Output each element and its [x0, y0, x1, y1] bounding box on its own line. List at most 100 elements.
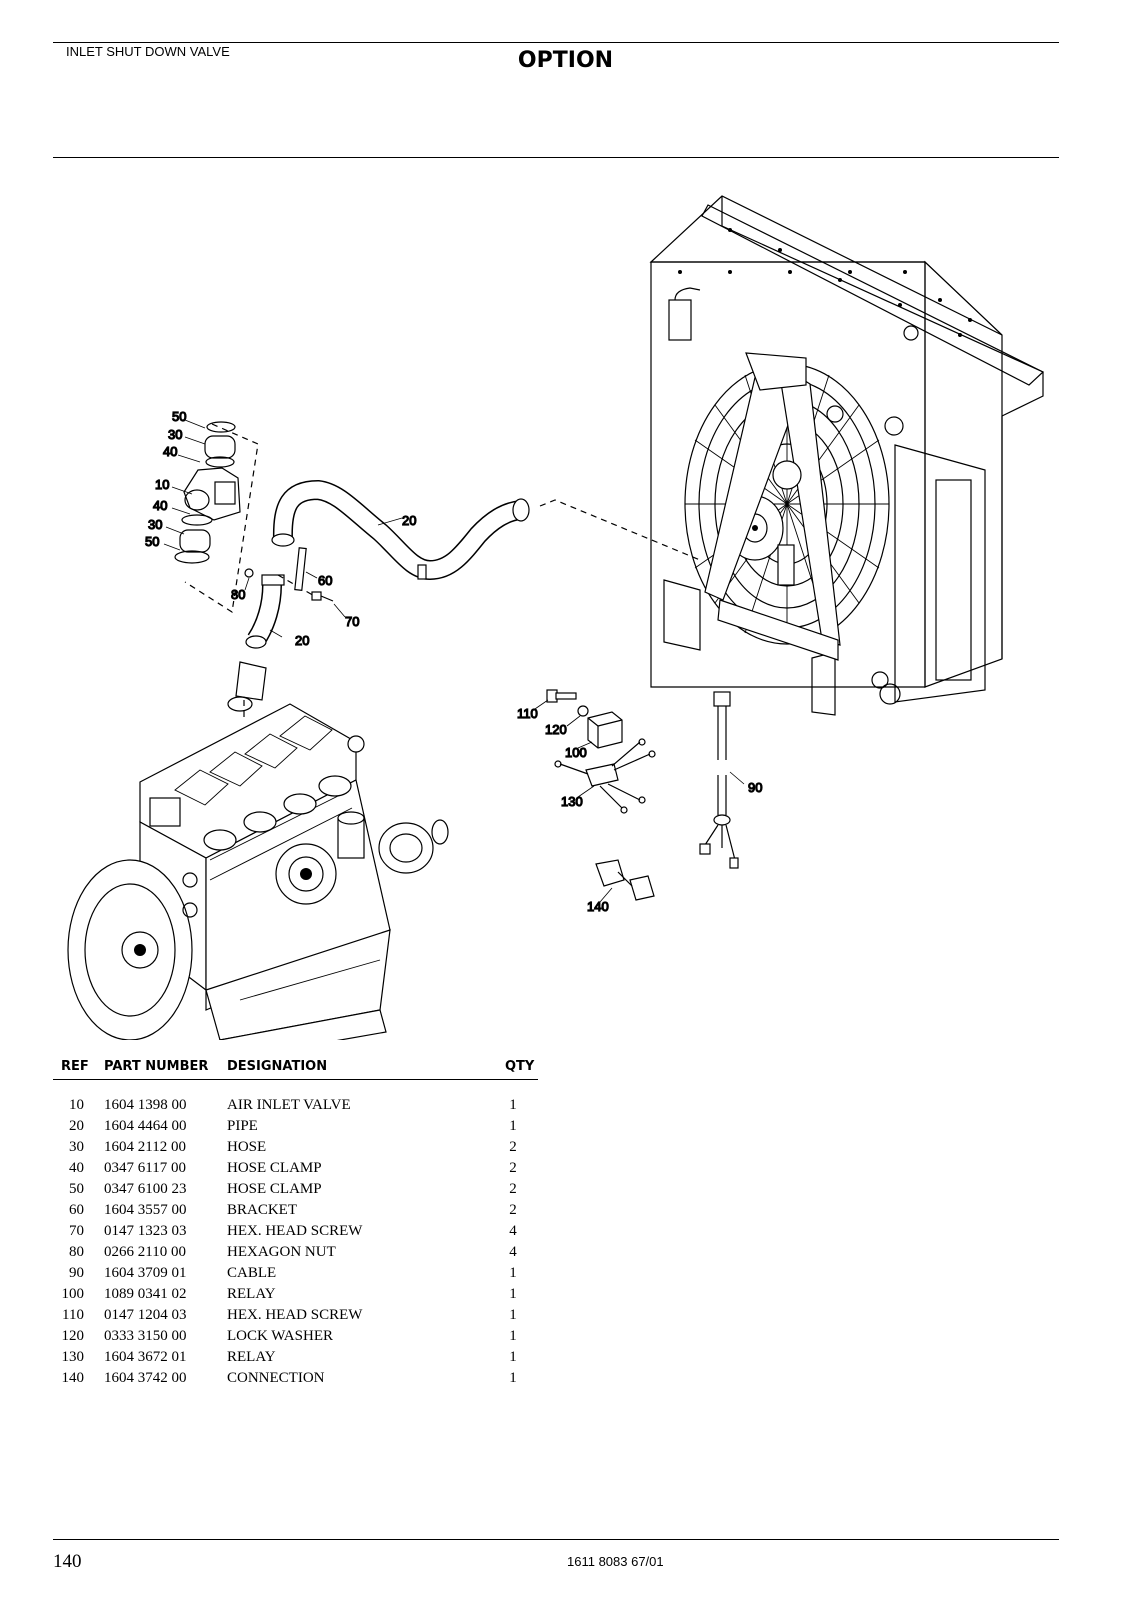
cell-designation: CONNECTION: [227, 1370, 325, 1386]
cell-ref: 60: [69, 1202, 84, 1218]
callout-100: 100: [565, 745, 587, 760]
intake-connector: [227, 661, 267, 720]
cell-part-number: 1604 4464 00: [104, 1118, 187, 1134]
cell-qty: 1: [509, 1370, 517, 1386]
cell-part-number: 1604 1398 00: [104, 1097, 187, 1113]
callout-80: 80: [231, 587, 245, 602]
relay-130-harness: [554, 738, 656, 814]
callout-50-top: 50: [172, 409, 186, 424]
cell-ref: 90: [69, 1265, 84, 1281]
radiator-assembly: [649, 195, 1045, 716]
cell-part-number: 1604 3672 01: [104, 1349, 187, 1365]
header-top-rule: [53, 42, 1059, 43]
cell-part-number: 0347 6100 23: [104, 1181, 187, 1197]
cell-part-number: 0147 1323 03: [104, 1223, 187, 1239]
header-bottom-rule: [53, 157, 1059, 158]
cell-part-number: 1604 3557 00: [104, 1202, 187, 1218]
col-header-qty: QTY: [505, 1059, 535, 1074]
col-header-designation: DESIGNATION: [227, 1059, 328, 1074]
callout-10: 10: [155, 477, 169, 492]
cell-qty: 1: [509, 1286, 517, 1302]
cell-ref: 130: [61, 1349, 85, 1365]
cell-designation: HEX. HEAD SCREW: [227, 1307, 363, 1323]
parts-diagram: 50 30 40 10 40 30 50 20 60 80 70 20 110 …: [67, 195, 1045, 1040]
cell-ref: 140: [61, 1370, 85, 1386]
cell-part-number: 1089 0341 02: [104, 1286, 187, 1302]
cell-part-number: 1604 3742 00: [104, 1370, 187, 1386]
cell-part-number: 1604 3709 01: [104, 1265, 187, 1281]
cell-qty: 1: [509, 1349, 517, 1365]
section-title: INLET SHUT DOWN VALVE: [66, 44, 230, 59]
cable-90: [699, 691, 739, 869]
cell-designation: AIR INLET VALVE: [227, 1097, 351, 1113]
cell-designation: RELAY: [227, 1349, 276, 1365]
callout-20-lower: 20: [295, 633, 309, 648]
callout-110: 110: [517, 706, 538, 721]
hex-head-screw: [311, 591, 334, 602]
callout-30-bottom: 30: [148, 517, 162, 532]
callout-leaders: [163, 419, 745, 903]
cell-qty: 2: [509, 1181, 517, 1197]
cell-ref: 40: [69, 1160, 84, 1176]
cell-designation: HOSE CLAMP: [227, 1181, 322, 1197]
cell-designation: HEX. HEAD SCREW: [227, 1223, 363, 1239]
cell-ref: 20: [69, 1118, 84, 1134]
callout-140: 140: [587, 899, 609, 914]
cell-ref: 120: [61, 1328, 85, 1344]
pipe-upper: [271, 479, 530, 581]
relay-100: [587, 711, 623, 749]
engine-block: [67, 703, 449, 1040]
option-label: OPTION: [517, 48, 614, 73]
cell-qty: 2: [509, 1139, 517, 1155]
callout-90: 90: [748, 780, 762, 795]
cell-qty: 1: [509, 1118, 517, 1134]
col-header-part-number: PART NUMBER: [104, 1059, 209, 1074]
callout-20-upper: 20: [402, 513, 416, 528]
cell-part-number: 0333 3150 00: [104, 1328, 187, 1344]
connection-140: [595, 859, 655, 901]
cell-qty: 4: [509, 1223, 517, 1239]
document-number: 1611 8083 67/01: [567, 1554, 664, 1569]
cell-ref: 50: [69, 1181, 84, 1197]
callout-120: 120: [545, 722, 567, 737]
hexagon-nut: [244, 568, 254, 578]
cell-qty: 1: [509, 1265, 517, 1281]
cell-part-number: 0266 2110 00: [104, 1244, 186, 1260]
cell-qty: 1: [509, 1097, 517, 1113]
cell-ref: 30: [69, 1139, 84, 1155]
col-header-ref: REF: [61, 1059, 89, 1074]
cell-designation: CABLE: [227, 1265, 277, 1281]
callout-30-top: 30: [168, 427, 182, 442]
callout-60: 60: [318, 573, 332, 588]
cell-qty: 2: [509, 1202, 517, 1218]
cell-qty: 1: [509, 1328, 517, 1344]
footer-rule: [53, 1539, 1059, 1540]
bracket: [294, 547, 307, 591]
table-header-rule: [53, 1079, 538, 1080]
leader-line-radiator: [539, 499, 701, 561]
cell-designation: HOSE CLAMP: [227, 1160, 322, 1176]
fan-guard: [684, 352, 890, 661]
screw-110: [546, 689, 577, 703]
cell-qty: 2: [509, 1160, 517, 1176]
callout-40-bottom: 40: [153, 498, 167, 513]
cell-ref: 100: [61, 1286, 85, 1302]
inlet-valve-stack: [174, 421, 259, 614]
cell-designation: HOSE: [227, 1139, 267, 1155]
cell-designation: HEXAGON NUT: [227, 1244, 336, 1260]
cell-qty: 1: [509, 1307, 517, 1323]
cell-ref: 80: [69, 1244, 84, 1260]
cell-part-number: 1604 2112 00: [104, 1139, 186, 1155]
cell-qty: 4: [509, 1244, 517, 1260]
callout-130: 130: [561, 794, 583, 809]
page-number: 140: [53, 1551, 82, 1572]
cell-designation: LOCK WASHER: [227, 1328, 333, 1344]
callout-40-top: 40: [163, 444, 177, 459]
cell-ref: 110: [62, 1307, 84, 1323]
cell-part-number: 0347 6117 00: [104, 1160, 186, 1176]
cell-ref: 70: [69, 1223, 84, 1239]
callout-50-bottom: 50: [145, 534, 159, 549]
cell-designation: BRACKET: [227, 1202, 298, 1218]
callout-70: 70: [345, 614, 359, 629]
lock-washer: [577, 705, 589, 717]
